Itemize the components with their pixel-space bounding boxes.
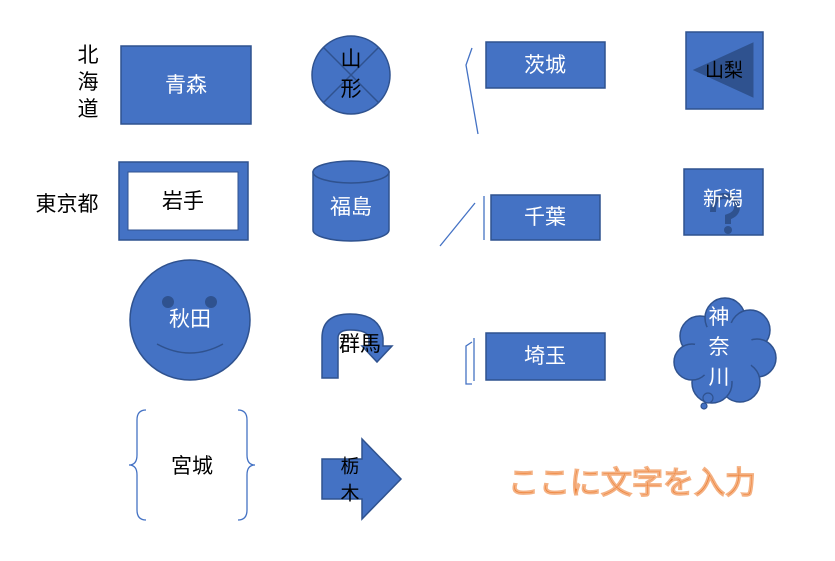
fukushima-label: 福島	[330, 195, 372, 219]
hokkaido-char-2: 海	[78, 70, 99, 94]
ibaraki-label: 茨城	[524, 53, 566, 77]
miyagi-label: 宮城	[171, 454, 213, 478]
tokyo-label[interactable]: 東京都	[36, 192, 99, 216]
niigata-help-shape[interactable]: 新潟	[683, 168, 764, 236]
iwate-label: 岩手	[162, 189, 204, 213]
yamanashi-label: 山梨	[705, 60, 743, 82]
hokkaido-char-1: 北	[78, 43, 99, 67]
kanagawa-char-2: 奈	[709, 335, 730, 359]
iwate-frame[interactable]: 岩手	[118, 161, 249, 241]
miyagi-braces[interactable]: 宮城	[128, 409, 256, 521]
akita-label: 秋田	[169, 307, 211, 331]
chiba-label: 千葉	[524, 205, 566, 229]
yamagata-char-2: 形	[341, 77, 362, 101]
yamanashi-shape[interactable]: 山梨	[685, 31, 764, 110]
hokkaido-char-3: 道	[78, 97, 99, 121]
yamagata-char-1: 山	[341, 47, 362, 71]
tochigi-char-1: 栃	[340, 456, 359, 478]
tochigi-char-2: 木	[340, 483, 359, 505]
tochigi-right-arrow[interactable]: 栃 木	[321, 437, 403, 521]
kanagawa-char-1: 神	[709, 305, 730, 329]
ibaraki-callout[interactable]: 茨城	[465, 41, 606, 135]
wordart-text[interactable]: ここに文字を入力	[508, 465, 757, 502]
gunma-uturn-arrow[interactable]: 群馬	[321, 313, 394, 379]
saitama-callout[interactable]: 埼玉	[465, 332, 606, 385]
fukushima-cylinder[interactable]: 福島	[312, 160, 390, 242]
kanagawa-cloud[interactable]: 神 奈 川	[673, 297, 777, 410]
hokkaido-label[interactable]: 北 海 道	[78, 43, 99, 121]
niigata-label: 新潟	[703, 187, 743, 211]
aomori-label: 青森	[165, 73, 207, 97]
chiba-callout[interactable]: 千葉	[439, 194, 601, 247]
kanagawa-char-3: 川	[709, 365, 730, 389]
yamagata-or-circle[interactable]: 山 形	[311, 35, 391, 115]
akita-smiley[interactable]: 秋田	[129, 259, 251, 381]
saitama-label: 埼玉	[524, 344, 566, 368]
aomori-rectangle[interactable]: 青森	[120, 45, 252, 125]
gunma-label: 群馬	[339, 332, 381, 356]
